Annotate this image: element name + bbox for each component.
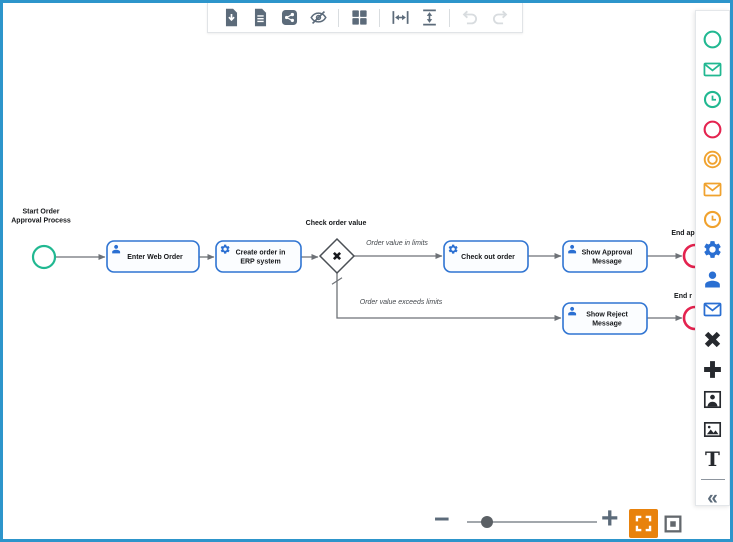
envelope-icon: [702, 179, 723, 200]
palette-text-annotation[interactable]: T: [698, 444, 728, 474]
doc-download-icon: [222, 8, 241, 27]
chevron-double-left-icon: «: [707, 487, 718, 509]
flow-check-order-value-to-check-out-order[interactable]: Order value in limits: [354, 240, 443, 259]
envelope-icon: [702, 59, 723, 80]
palette-message-task[interactable]: [698, 294, 728, 324]
document-button[interactable]: [248, 6, 272, 30]
text-icon: T: [705, 447, 720, 471]
toolbar-separator: [379, 8, 380, 27]
palette-participant[interactable]: [698, 384, 728, 414]
node-label: Check order value: [306, 220, 367, 227]
actual-size-icon: [662, 513, 684, 535]
user-icon: [112, 244, 121, 254]
gear-icon: [702, 239, 723, 260]
fit-to-screen-button[interactable]: [629, 509, 658, 538]
toolbar-separator: [449, 8, 450, 27]
user-icon: [702, 269, 723, 290]
redo-icon: [490, 8, 509, 27]
image-icon: [702, 419, 723, 440]
palette-timer-start-event[interactable]: [698, 84, 728, 114]
circle-icon: [702, 29, 723, 50]
fit-screen-icon: [633, 513, 654, 534]
flow-label: Order value in limits: [366, 240, 428, 247]
node-label: Check out order: [461, 254, 515, 261]
palette-end-event[interactable]: [698, 114, 728, 144]
fit-width-icon: [391, 8, 410, 27]
redo-button: [487, 6, 511, 30]
node-label: Enter Web Order: [127, 254, 183, 261]
circle-icon: [702, 119, 723, 140]
user-icon: [568, 244, 577, 254]
zoom-slider-handle[interactable]: [480, 516, 493, 528]
palette-image[interactable]: [698, 414, 728, 444]
doc-lines-icon: [251, 8, 270, 27]
node-check-out-order[interactable]: Check out order: [443, 240, 529, 273]
double-circle-icon: [702, 149, 723, 170]
fit-height-button[interactable]: [417, 6, 441, 30]
actual-size-button[interactable]: [661, 512, 685, 536]
grid-icon: [350, 8, 369, 27]
zoom-out-button[interactable]: −: [434, 504, 450, 534]
palette-collapse-button[interactable]: «: [698, 483, 728, 513]
undo-button: [458, 6, 482, 30]
palette-timer-intermediate-event[interactable]: [698, 204, 728, 234]
palette-user-task[interactable]: [698, 264, 728, 294]
palette-divider: [700, 479, 725, 480]
clock-icon: [702, 89, 723, 110]
share-button[interactable]: [277, 6, 301, 30]
clock-icon: [702, 209, 723, 230]
node-enter-web-order[interactable]: Enter Web Order: [106, 240, 200, 273]
toolbar-separator: [338, 8, 339, 27]
palette-intermediate-event[interactable]: [698, 144, 728, 174]
download-document-button[interactable]: [219, 6, 243, 30]
user-icon: [568, 306, 577, 316]
palette-start-event[interactable]: [698, 24, 728, 54]
plus-cross-icon: [702, 359, 723, 380]
gear-icon: [448, 244, 458, 254]
hide-preview-button[interactable]: [306, 6, 330, 30]
grid-layout-button[interactable]: [347, 6, 371, 30]
flow-check-order-value-to-show-reject-message[interactable]: Order value exceeds limits: [331, 273, 562, 321]
zoom-slider-track[interactable]: [467, 521, 597, 523]
palette-message-start-event[interactable]: [698, 54, 728, 84]
envelope-icon: [702, 299, 723, 320]
palette-parallel-gateway[interactable]: [698, 354, 728, 384]
zoom-in-button[interactable]: +: [601, 502, 619, 535]
x-cross-icon: [702, 329, 723, 350]
node-label: End r: [674, 293, 692, 300]
palette-service-task[interactable]: [698, 234, 728, 264]
palette-exclusive-gateway[interactable]: [698, 324, 728, 354]
undo-icon: [461, 8, 480, 27]
gear-icon: [220, 244, 230, 254]
fit-height-icon: [420, 8, 439, 27]
eye-off-icon: [309, 8, 328, 27]
person-frame-icon: [702, 389, 723, 410]
share-icon: [280, 8, 299, 27]
fit-width-button[interactable]: [388, 6, 412, 30]
shape-palette: T«: [695, 10, 730, 508]
palette-message-intermediate-event[interactable]: [698, 174, 728, 204]
node-check-order-value[interactable]: Check order value: [306, 220, 367, 275]
top-toolbar: [207, 3, 523, 33]
x-marker-icon: [332, 251, 342, 261]
node-label: End ap: [671, 230, 694, 237]
flow-label: Order value exceeds limits: [360, 299, 443, 306]
